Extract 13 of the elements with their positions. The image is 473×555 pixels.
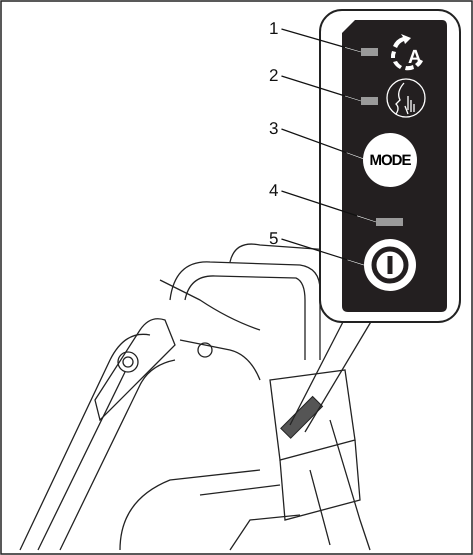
callout-number: 5 <box>269 230 278 248</box>
leader-line <box>281 75 362 102</box>
leader-line <box>281 190 376 223</box>
leader-line <box>281 238 364 266</box>
callout-number: 1 <box>269 20 278 38</box>
indicator-lamp <box>361 48 378 56</box>
indicator-lamp <box>361 97 378 105</box>
indicator-lamp <box>376 218 403 226</box>
leader-line <box>281 128 364 160</box>
callout-number: 4 <box>269 182 278 200</box>
callout-number: 2 <box>269 67 278 85</box>
leader-line <box>281 28 362 53</box>
callout-number: 3 <box>269 120 278 138</box>
